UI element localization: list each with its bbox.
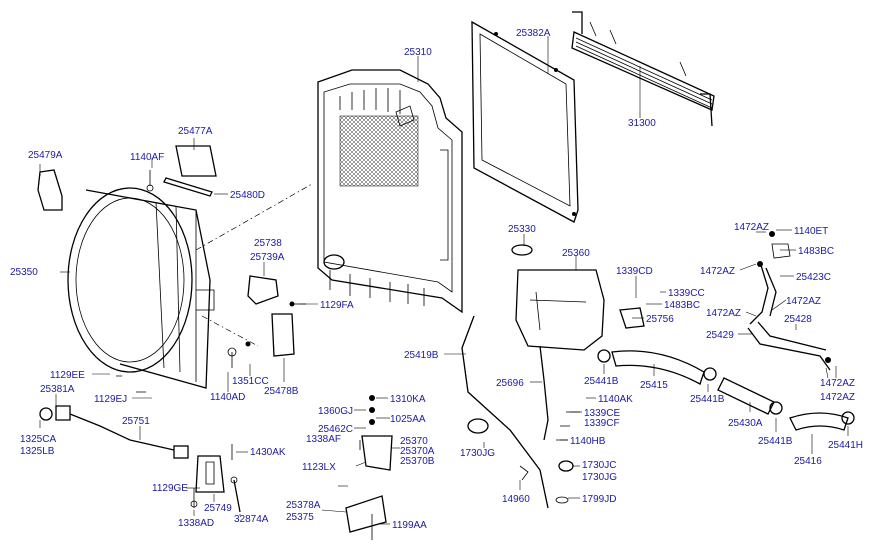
- label-1472az-4: 1472AZ: [706, 308, 741, 319]
- label-25415: 25415: [640, 380, 668, 391]
- label-25749: 25749: [204, 503, 232, 514]
- label-25477a: 25477A: [178, 126, 213, 137]
- label-1129ge: 1129GE: [152, 483, 188, 494]
- label-1730jg-2: 1730JG: [582, 472, 617, 483]
- label-1140ak: 1140AK: [598, 394, 633, 405]
- label-1339cc: 1339CC: [668, 288, 705, 299]
- label-1472az-3: 1472AZ: [786, 296, 821, 307]
- shroud-brackets: [37, 145, 217, 211]
- label-1123lx: 1123LX: [302, 462, 336, 473]
- label-25350: 25350: [10, 267, 38, 278]
- label-1338af: 1338AF: [306, 434, 341, 445]
- radiator-assembly: [317, 69, 463, 314]
- label-25310: 25310: [404, 47, 432, 58]
- label-1730jc: 1730JC: [582, 460, 616, 471]
- label-25462c: 25462C: [318, 424, 353, 435]
- label-1129ej: 1129EJ: [94, 394, 127, 405]
- label-25430a: 25430A: [728, 418, 763, 429]
- label-1338ad: 1338AD: [178, 518, 214, 529]
- overflow-pipe: [461, 315, 549, 509]
- label-1140af: 1140AF: [130, 152, 164, 163]
- label-25751: 25751: [122, 416, 150, 427]
- label-25756: 25756: [646, 314, 674, 325]
- label-1430ak: 1430AK: [250, 447, 286, 458]
- label-32874a: 32874A: [234, 514, 269, 525]
- sensor-harness: [39, 375, 189, 459]
- label-1472az-6: 1472AZ: [820, 392, 855, 403]
- fan-shroud: [67, 187, 215, 389]
- label-25375: 25375: [286, 512, 314, 523]
- label-25739a: 25739A: [250, 252, 285, 263]
- radiator-hoses: [597, 349, 855, 431]
- label-1730jg: 1730JG: [460, 448, 495, 459]
- label-25370b: 25370B: [400, 456, 435, 467]
- radiator-brackets: [227, 275, 306, 368]
- label-1339cd: 1339CD: [616, 266, 653, 277]
- label-1025aa: 1025AA: [390, 414, 426, 425]
- label-25478b: 25478B: [264, 386, 299, 397]
- condenser-frame: [471, 20, 579, 223]
- lower-mount: [190, 444, 241, 513]
- label-25480d: 25480D: [230, 190, 265, 201]
- label-1799jd: 1799JD: [582, 494, 616, 505]
- label-14960: 14960: [502, 494, 530, 505]
- label-1140et: 1140ET: [794, 226, 828, 237]
- label-1339ce: 1339CE: [584, 408, 620, 419]
- label-31300: 31300: [628, 118, 656, 129]
- label-1472az-2: 1472AZ: [700, 266, 735, 277]
- label-1351cc: 1351CC: [232, 376, 269, 387]
- label-25696: 25696: [496, 378, 524, 389]
- label-1483bc-mid: 1483BC: [664, 300, 700, 311]
- label-25381a: 25381A: [40, 384, 75, 395]
- label-1325lb: 1325LB: [20, 446, 55, 457]
- label-25429: 25429: [706, 330, 734, 341]
- label-25416: 25416: [794, 456, 822, 467]
- label-1140ad: 1140AD: [210, 392, 245, 403]
- label-1129fa: 1129FA: [320, 300, 354, 311]
- label-25360: 25360: [562, 248, 590, 259]
- label-25419b: 25419B: [404, 350, 439, 361]
- heater-pipes: [747, 231, 831, 371]
- part-labels: 25310 25382A 31300 25479A 25477A 1140AF …: [10, 28, 863, 531]
- label-1472az-5: 1472AZ: [820, 378, 855, 389]
- label-1483bc-right: 1483BC: [798, 246, 834, 257]
- label-25423c: 25423C: [796, 272, 831, 283]
- label-1472az-top: 1472AZ: [734, 222, 769, 233]
- label-1140hb: 1140HB: [570, 436, 606, 447]
- label-25330: 25330: [508, 224, 536, 235]
- label-25441h: 25441H: [828, 440, 863, 451]
- label-25479a: 25479A: [28, 150, 63, 161]
- label-25378a: 25378A: [286, 500, 321, 511]
- label-25738: 25738: [254, 238, 282, 249]
- label-1360gj: 1360GJ: [318, 406, 353, 417]
- oil-cooler: [571, 11, 715, 127]
- label-1199aa: 1199AA: [392, 520, 427, 531]
- bracket-stack: [345, 395, 393, 540]
- label-25370a: 25370A: [400, 446, 435, 457]
- label-25428: 25428: [784, 314, 812, 325]
- label-25441b-3: 25441B: [758, 436, 793, 447]
- label-25441b-2: 25441B: [690, 394, 725, 405]
- label-25441b-1: 25441B: [584, 376, 619, 387]
- label-25370: 25370: [400, 436, 428, 447]
- small-grommets: [467, 418, 574, 504]
- label-1310ka: 1310KA: [390, 394, 426, 405]
- label-1325ca: 1325CA: [20, 434, 56, 445]
- label-1129ee: 1129EE: [50, 370, 85, 381]
- leader-lines: [39, 36, 849, 525]
- label-25382a: 25382A: [516, 28, 551, 39]
- label-1339cf: 1339CF: [584, 418, 620, 429]
